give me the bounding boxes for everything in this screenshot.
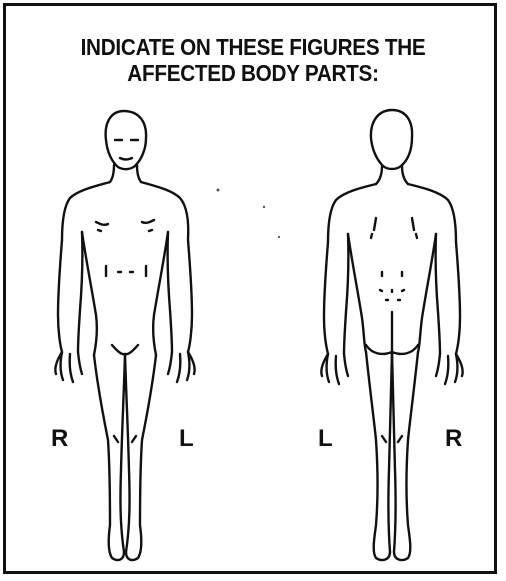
back-right-hand xyxy=(436,354,463,384)
back-lumbar-marks xyxy=(380,272,404,300)
back-left-hand xyxy=(321,354,348,384)
front-right-side-label: R xyxy=(51,425,68,453)
back-right-arm xyxy=(456,242,460,354)
back-knees xyxy=(382,436,402,442)
back-right-side-label: R xyxy=(445,425,462,453)
back-left-leg xyxy=(366,352,390,560)
back-head xyxy=(371,110,412,169)
front-left-side-label: L xyxy=(179,425,194,453)
back-right-leg xyxy=(394,352,418,560)
back-left-arm xyxy=(324,242,328,354)
back-left-side-label: L xyxy=(318,425,333,453)
back-torso-left xyxy=(328,184,376,242)
back-shoulder-blade-marks xyxy=(371,218,417,238)
